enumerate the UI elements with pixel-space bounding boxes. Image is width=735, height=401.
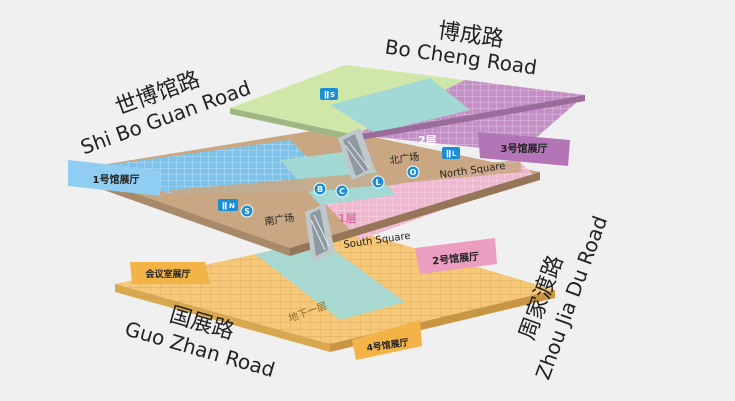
hall3-tab[interactable]: 3号馆展厅 [478, 132, 570, 166]
svg-text:B: B [317, 185, 323, 194]
entrance-marker-s[interactable]: S [240, 204, 254, 218]
second-floor [230, 65, 585, 152]
road-north-label: 博成路 Bo Cheng Road [383, 19, 538, 80]
entrance-marker-l[interactable]: L [371, 175, 385, 189]
svg-text:ǁ: ǁ [446, 149, 451, 158]
hall1-tab[interactable]: 1号馆展厅 [68, 160, 160, 196]
top-corridor [330, 78, 470, 133]
entrance-marker-o[interactable]: O [406, 165, 420, 179]
floor-f1-label: 1层 [338, 212, 357, 225]
basement-corridor [255, 240, 405, 320]
south-square-cn: 南广场 [264, 211, 296, 228]
hall3-label: 3号馆展厅 [501, 142, 548, 155]
svg-text:L: L [375, 178, 380, 187]
green-area [230, 65, 465, 135]
floor-f2-label: 2层 [418, 134, 437, 147]
svg-text:ǁ: ǁ [324, 90, 329, 99]
conference-hall-tab[interactable]: 会议室展厅 [130, 262, 210, 284]
svg-text:ǁ: ǁ [222, 201, 227, 210]
hall2-tab[interactable]: 2号馆展厅 [415, 238, 497, 274]
conference-hall-label: 会议室展厅 [145, 268, 190, 280]
north-square-cn: 北广场 [389, 150, 421, 167]
escalator-upper[interactable] [338, 128, 375, 180]
road-east-label: 周家渡路 Zhou Jia Du Road [515, 213, 612, 383]
entrance-marker-b[interactable]: B [313, 182, 327, 196]
basement-edge-front [115, 284, 330, 352]
svg-text:S: S [244, 207, 250, 216]
svg-text:L: L [452, 150, 457, 158]
svg-text:N: N [229, 202, 235, 210]
svg-text:C: C [339, 187, 345, 196]
escalator-lower[interactable] [305, 204, 335, 262]
hall1-label: 1号馆展厅 [93, 173, 140, 186]
restroom-icon-l: ǁ L [442, 147, 460, 159]
restroom-icon-top: ǁ S [320, 88, 338, 100]
hall4-tab[interactable]: 4号馆展厅 [352, 320, 422, 360]
first-floor [70, 128, 540, 256]
restroom-icon-n: ǁ N [218, 199, 238, 211]
entrance-marker-c[interactable]: C [335, 184, 349, 198]
svg-text:O: O [410, 168, 417, 177]
svg-text:S: S [330, 91, 335, 99]
